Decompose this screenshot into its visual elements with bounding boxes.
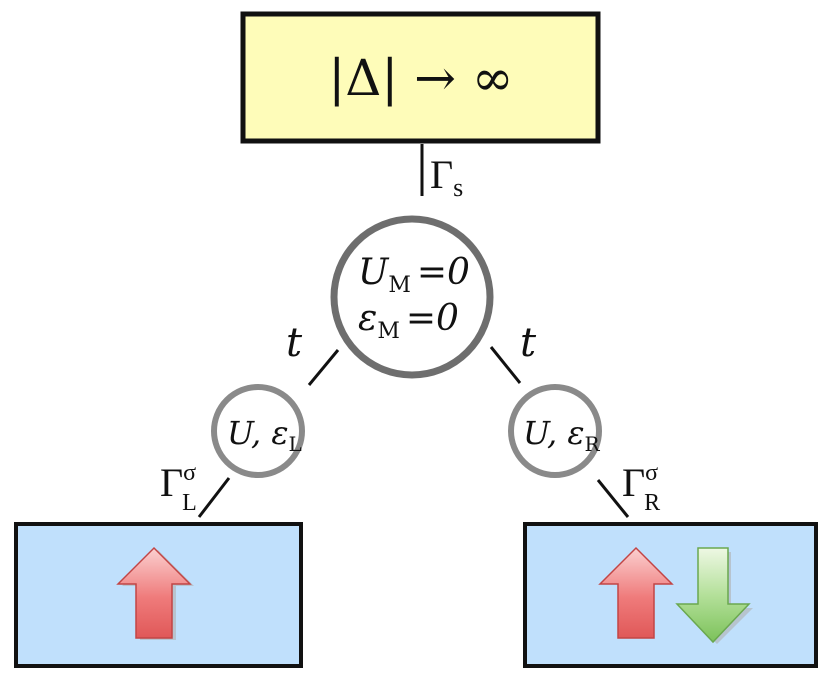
hopping-line-left: [307, 349, 340, 386]
superconductor-box: [240, 11, 601, 144]
lead-coupling-line-right: [596, 479, 630, 518]
superconductor-formula: |Δ| → ∞: [328, 49, 513, 107]
middle-dot-eps-label: εM=0: [358, 298, 459, 344]
down-arrow-icon: [675, 547, 753, 644]
middle-dot-u-label: UM=0: [358, 252, 470, 298]
middle-dot-ring: [330, 215, 494, 379]
left-dot-ring: [211, 384, 305, 478]
hopping-t-right: t: [520, 320, 537, 366]
right-dot-ring: [508, 384, 602, 478]
gamma-s-label: Γs: [430, 152, 463, 202]
hopping-line-right: [489, 346, 522, 384]
hopping-t-left: t: [286, 320, 303, 366]
up-arrow-icon: [598, 546, 674, 639]
up-arrow-icon: [116, 546, 194, 640]
right-lead-box: [523, 522, 818, 668]
right-dot-label: U, εR: [523, 414, 601, 456]
lead-coupling-line-left: [197, 477, 231, 518]
left-dot-label: U, εL: [227, 414, 302, 456]
